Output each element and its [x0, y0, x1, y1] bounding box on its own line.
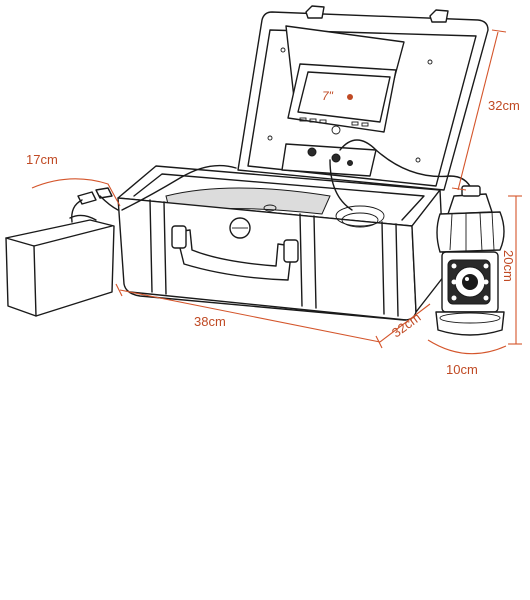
case-base — [117, 165, 445, 321]
case-width-label: 38cm — [194, 314, 226, 329]
battery-length-label: 17cm — [26, 152, 58, 167]
case-handle — [171, 225, 299, 281]
camera-diameter-label: 10cm — [446, 362, 478, 377]
control-panel — [281, 143, 377, 177]
camera-height-label: 20cm — [501, 250, 516, 282]
screen-marker-dot — [347, 94, 353, 100]
lid-height-label: 32cm — [488, 98, 520, 113]
cables — [121, 139, 473, 228]
camera-lens — [447, 259, 491, 305]
camera-head — [435, 185, 505, 336]
dimension-lines — [31, 29, 522, 355]
monitor-buttons — [299, 117, 369, 135]
battery — [5, 187, 119, 317]
monitor — [285, 25, 405, 135]
screen-size-label: 7" — [322, 89, 334, 103]
